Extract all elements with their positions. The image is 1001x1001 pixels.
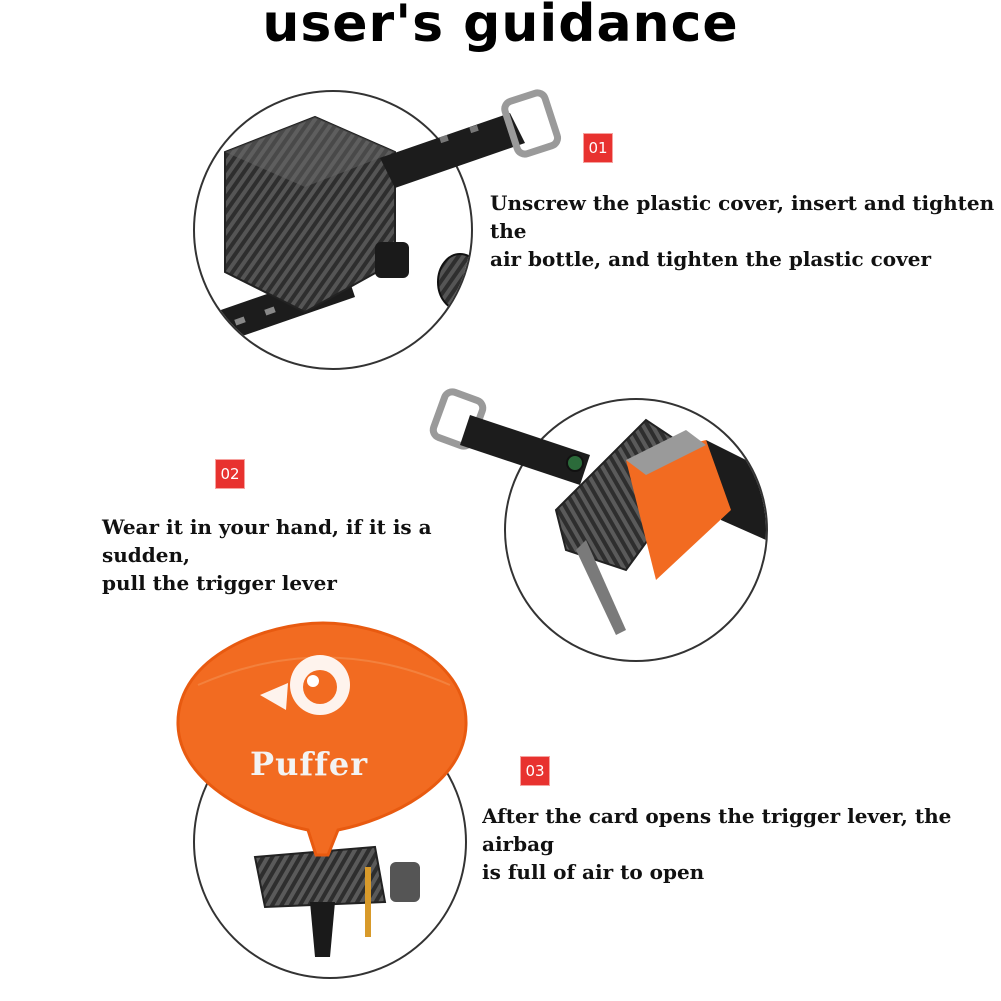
step-1-image [193,90,473,370]
step-2-badge: 02 [215,459,245,489]
step-1-badge: 01 [583,133,613,163]
step-1-text: Unscrew the plastic cover, insert and ti… [490,191,995,271]
airbag-brand-label: Puffer [250,745,369,783]
airbag [176,621,468,857]
step-2-text: Wear it in your hand, if it is a sudden,… [102,515,432,595]
step-3-text: After the card opens the trigger lever, … [482,804,952,884]
strap-buckle-2 [429,388,590,485]
page-title: user's guidance [262,0,739,54]
step-3-badge: 03 [520,756,550,786]
strap-buckle-1 [380,89,562,188]
